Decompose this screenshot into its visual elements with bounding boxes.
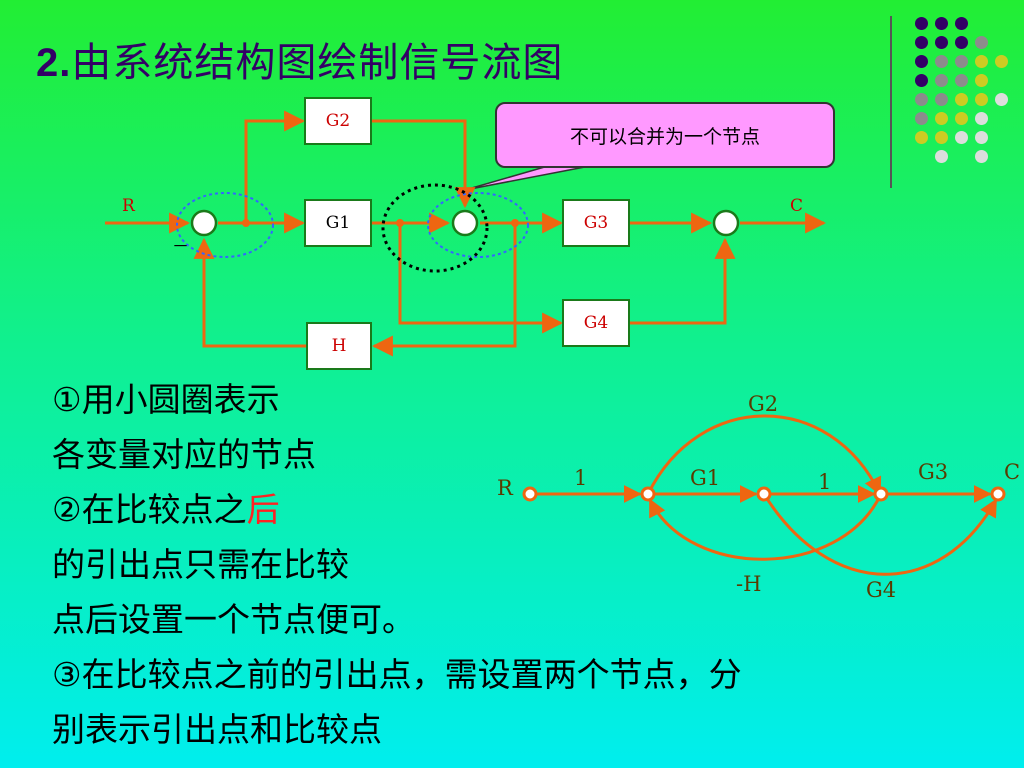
branch-point [242, 219, 250, 227]
decor-dot [975, 36, 988, 49]
summing-junction-2 [451, 209, 479, 237]
sfg-gain-g2: G2 [748, 392, 779, 416]
sfg-gain-g1: G1 [690, 466, 721, 490]
title-text: 由系统结构图绘制信号流图 [71, 40, 564, 86]
decor-dot [955, 55, 968, 68]
wire-g2-branch [244, 110, 306, 223]
decor-dot [935, 74, 948, 87]
callout-pointer [464, 165, 591, 191]
decor-dot [955, 131, 968, 144]
decor-dot [915, 74, 928, 87]
page-title: 2.由系统结构图绘制信号流图 [36, 30, 563, 88]
callout-note: 不可以合并为一个节点 [495, 102, 835, 168]
decor-dot [915, 36, 928, 49]
decor-dot [915, 112, 928, 125]
sfg-branch-g2 [646, 414, 882, 496]
desc-line-3-prefix: ②在比较点之 [52, 490, 247, 529]
sfg-gain-g3: G3 [918, 460, 949, 484]
sfg-node-r [522, 486, 538, 502]
decor-dot [975, 74, 988, 87]
block-g1: G1 [304, 199, 372, 247]
decor-dot [955, 74, 968, 87]
desc-line-6: ③在比较点之前的引出点，需设置两个节点，分 [52, 655, 742, 694]
decor-dot [915, 17, 928, 30]
minus-sign: － [172, 237, 189, 257]
decor-dot [995, 93, 1008, 106]
block-g2: G2 [304, 97, 372, 145]
sfg-node-x2 [873, 486, 889, 502]
decor-dot [995, 55, 1008, 68]
decor-dot [915, 93, 928, 106]
sfg-label-c: C [1004, 460, 1021, 484]
wire-g4-branch [398, 223, 564, 334]
decor-dot [955, 112, 968, 125]
decor-dot [935, 55, 948, 68]
sfg-gain-r: 1 [574, 466, 588, 490]
decor-dot [935, 112, 948, 125]
sfg-node-c [990, 486, 1006, 502]
input-label-r: R [122, 196, 135, 216]
wire-g2-out [372, 119, 476, 209]
desc-line-3-highlight: 后 [246, 490, 280, 529]
decor-dot [955, 17, 968, 30]
wire-g4-out [630, 237, 736, 325]
sfg-branch-g4 [762, 493, 998, 576]
summing-junction-1 [190, 209, 218, 237]
sfg-label-r: R [497, 476, 513, 500]
decor-divider [890, 16, 892, 188]
decor-dot [975, 93, 988, 106]
block-g4: G4 [562, 299, 630, 347]
block-g3: G3 [562, 199, 630, 247]
decor-dot [915, 131, 928, 144]
title-number: 2. [36, 41, 72, 85]
sfg-gain-1: 1 [818, 470, 832, 494]
desc-line-1: ①用小圆圈表示 [52, 380, 280, 419]
branch-point [396, 219, 404, 227]
wire-h-branch [371, 223, 517, 357]
highlight-ellipse-left [176, 192, 274, 258]
desc-line-2: 各变量对应的节点 [52, 435, 316, 474]
highlight-circle-black [381, 183, 489, 273]
summing-junction-3 [712, 209, 740, 237]
wire-h-feedback [193, 237, 306, 348]
decor-dot [935, 36, 948, 49]
highlight-ellipse-right [427, 192, 529, 258]
desc-line-5: 点后设置一个节点便可。 [52, 600, 415, 639]
sfg-node-x1 [756, 486, 772, 502]
desc-line-3: ②在比较点之后 [52, 490, 280, 530]
decor-dot [975, 55, 988, 68]
decor-dot-grid [910, 15, 1020, 165]
decor-dot [975, 150, 988, 163]
decor-dot [935, 93, 948, 106]
decor-dot [935, 17, 948, 30]
decor-dot [935, 150, 948, 163]
sfg-branch-h [648, 493, 883, 561]
sfg-gain-h: -H [736, 572, 762, 596]
branch-point [511, 219, 519, 227]
decor-dot [975, 112, 988, 125]
sfg-node-e [640, 486, 656, 502]
block-h: H [306, 322, 372, 370]
decor-dot [935, 131, 948, 144]
decor-dot [915, 55, 928, 68]
decor-dot [955, 36, 968, 49]
decor-dot [975, 131, 988, 144]
desc-line-7: 别表示引出点和比较点 [52, 710, 382, 749]
decor-dot [955, 93, 968, 106]
output-label-c: C [790, 196, 804, 216]
desc-line-4: 的引出点只需在比较 [52, 545, 349, 584]
sfg-gain-g4: G4 [866, 578, 897, 602]
